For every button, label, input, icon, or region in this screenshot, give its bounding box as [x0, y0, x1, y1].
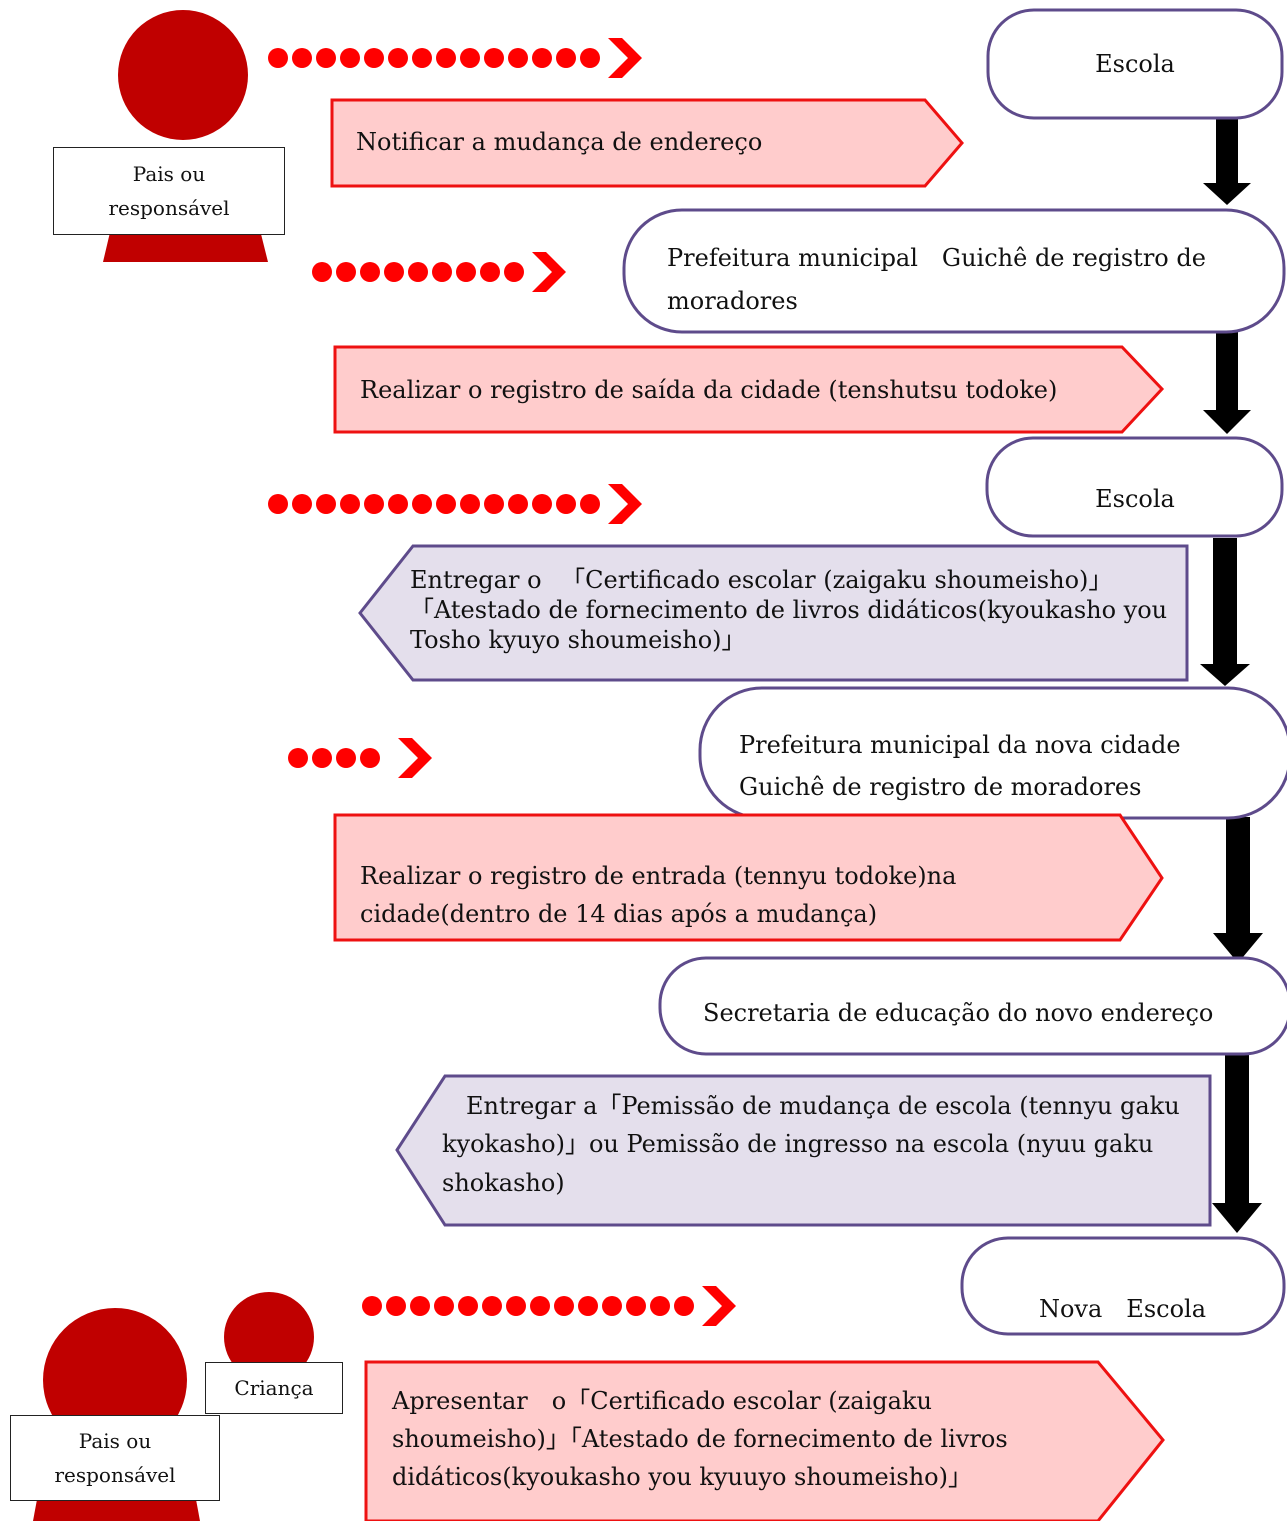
node-secretaria-label: Secretaria de educação do novo endereço	[703, 999, 1214, 1027]
step-3-text: Entregar o 「Certificado escolar (zaigaku…	[410, 565, 1170, 655]
chevron-right-icon	[702, 1286, 736, 1326]
step-arrow-shape-6	[364, 1360, 1165, 1521]
node-secretaria	[658, 956, 1287, 1056]
step-arrow-shape-3[interactable]	[358, 544, 1189, 682]
child-label: Criança	[205, 1362, 343, 1414]
node-escola-2	[985, 436, 1284, 538]
flow-arrow	[1212, 1055, 1262, 1233]
parent-label-top: Pais ou responsável	[53, 147, 285, 235]
flow-arrow	[1203, 332, 1251, 434]
step-arrow-shape-5	[395, 1074, 1212, 1227]
chevron-right-icon	[608, 484, 642, 524]
step-4-text: Realizar o registro de entrada (tennyu t…	[360, 862, 957, 928]
node-prefeitura-1	[622, 208, 1286, 334]
chevron-right-icon	[608, 38, 642, 78]
dotted-connector-4	[288, 738, 432, 778]
node-prefeitura-2-line2: Guichê de registro de moradores	[739, 773, 1142, 801]
dotted-connector-5	[362, 1286, 736, 1326]
chevron-right-icon	[532, 252, 566, 292]
node-nova-escola	[960, 1236, 1286, 1336]
flow-arrow	[1200, 538, 1250, 686]
step-3-line1: Entregar o 「Certificado escolar (zaigaku…	[410, 566, 1113, 594]
node-escola-1	[986, 8, 1284, 120]
dotted-connector-1	[268, 38, 642, 78]
step-2-text: Realizar o registro de saída da cidade (…	[360, 376, 1058, 404]
node-escola-2-label: Escola	[1095, 485, 1175, 513]
node-prefeitura-1-label: Prefeitura municipal Guichê de registro …	[667, 244, 1206, 315]
node-prefeitura-2-label: Prefeitura municipal da nova cidade Guic…	[739, 724, 1259, 808]
node-prefeitura-2-line1: Prefeitura municipal da nova cidade	[739, 731, 1181, 759]
parent-label-bottom: Pais ou responsável	[10, 1415, 220, 1501]
step-5-text: Entregar a「Pemissão de mudança de escola…	[442, 1092, 1180, 1197]
dotted-connector-2	[312, 252, 566, 292]
dotted-connector-3	[268, 484, 642, 524]
flow-arrow	[1213, 817, 1263, 963]
step-arrow-shape-2	[333, 345, 1165, 434]
node-escola-1-label: Escola	[1095, 50, 1175, 78]
node-nova-escola-label: Nova Escola	[1038, 1295, 1207, 1323]
step-6-text: Apresentar o「Certificado escolar (zaigak…	[392, 1387, 1008, 1491]
step-1-text: Notificar a mudança de endereço	[356, 128, 763, 156]
step-arrow-shape-1	[330, 98, 964, 188]
step-3-line2: 「Atestado de fornecimento de livros didá…	[410, 596, 1168, 654]
flow-arrow	[1203, 105, 1251, 205]
chevron-right-icon	[398, 738, 432, 778]
step-arrow-shape-4	[333, 813, 1164, 942]
